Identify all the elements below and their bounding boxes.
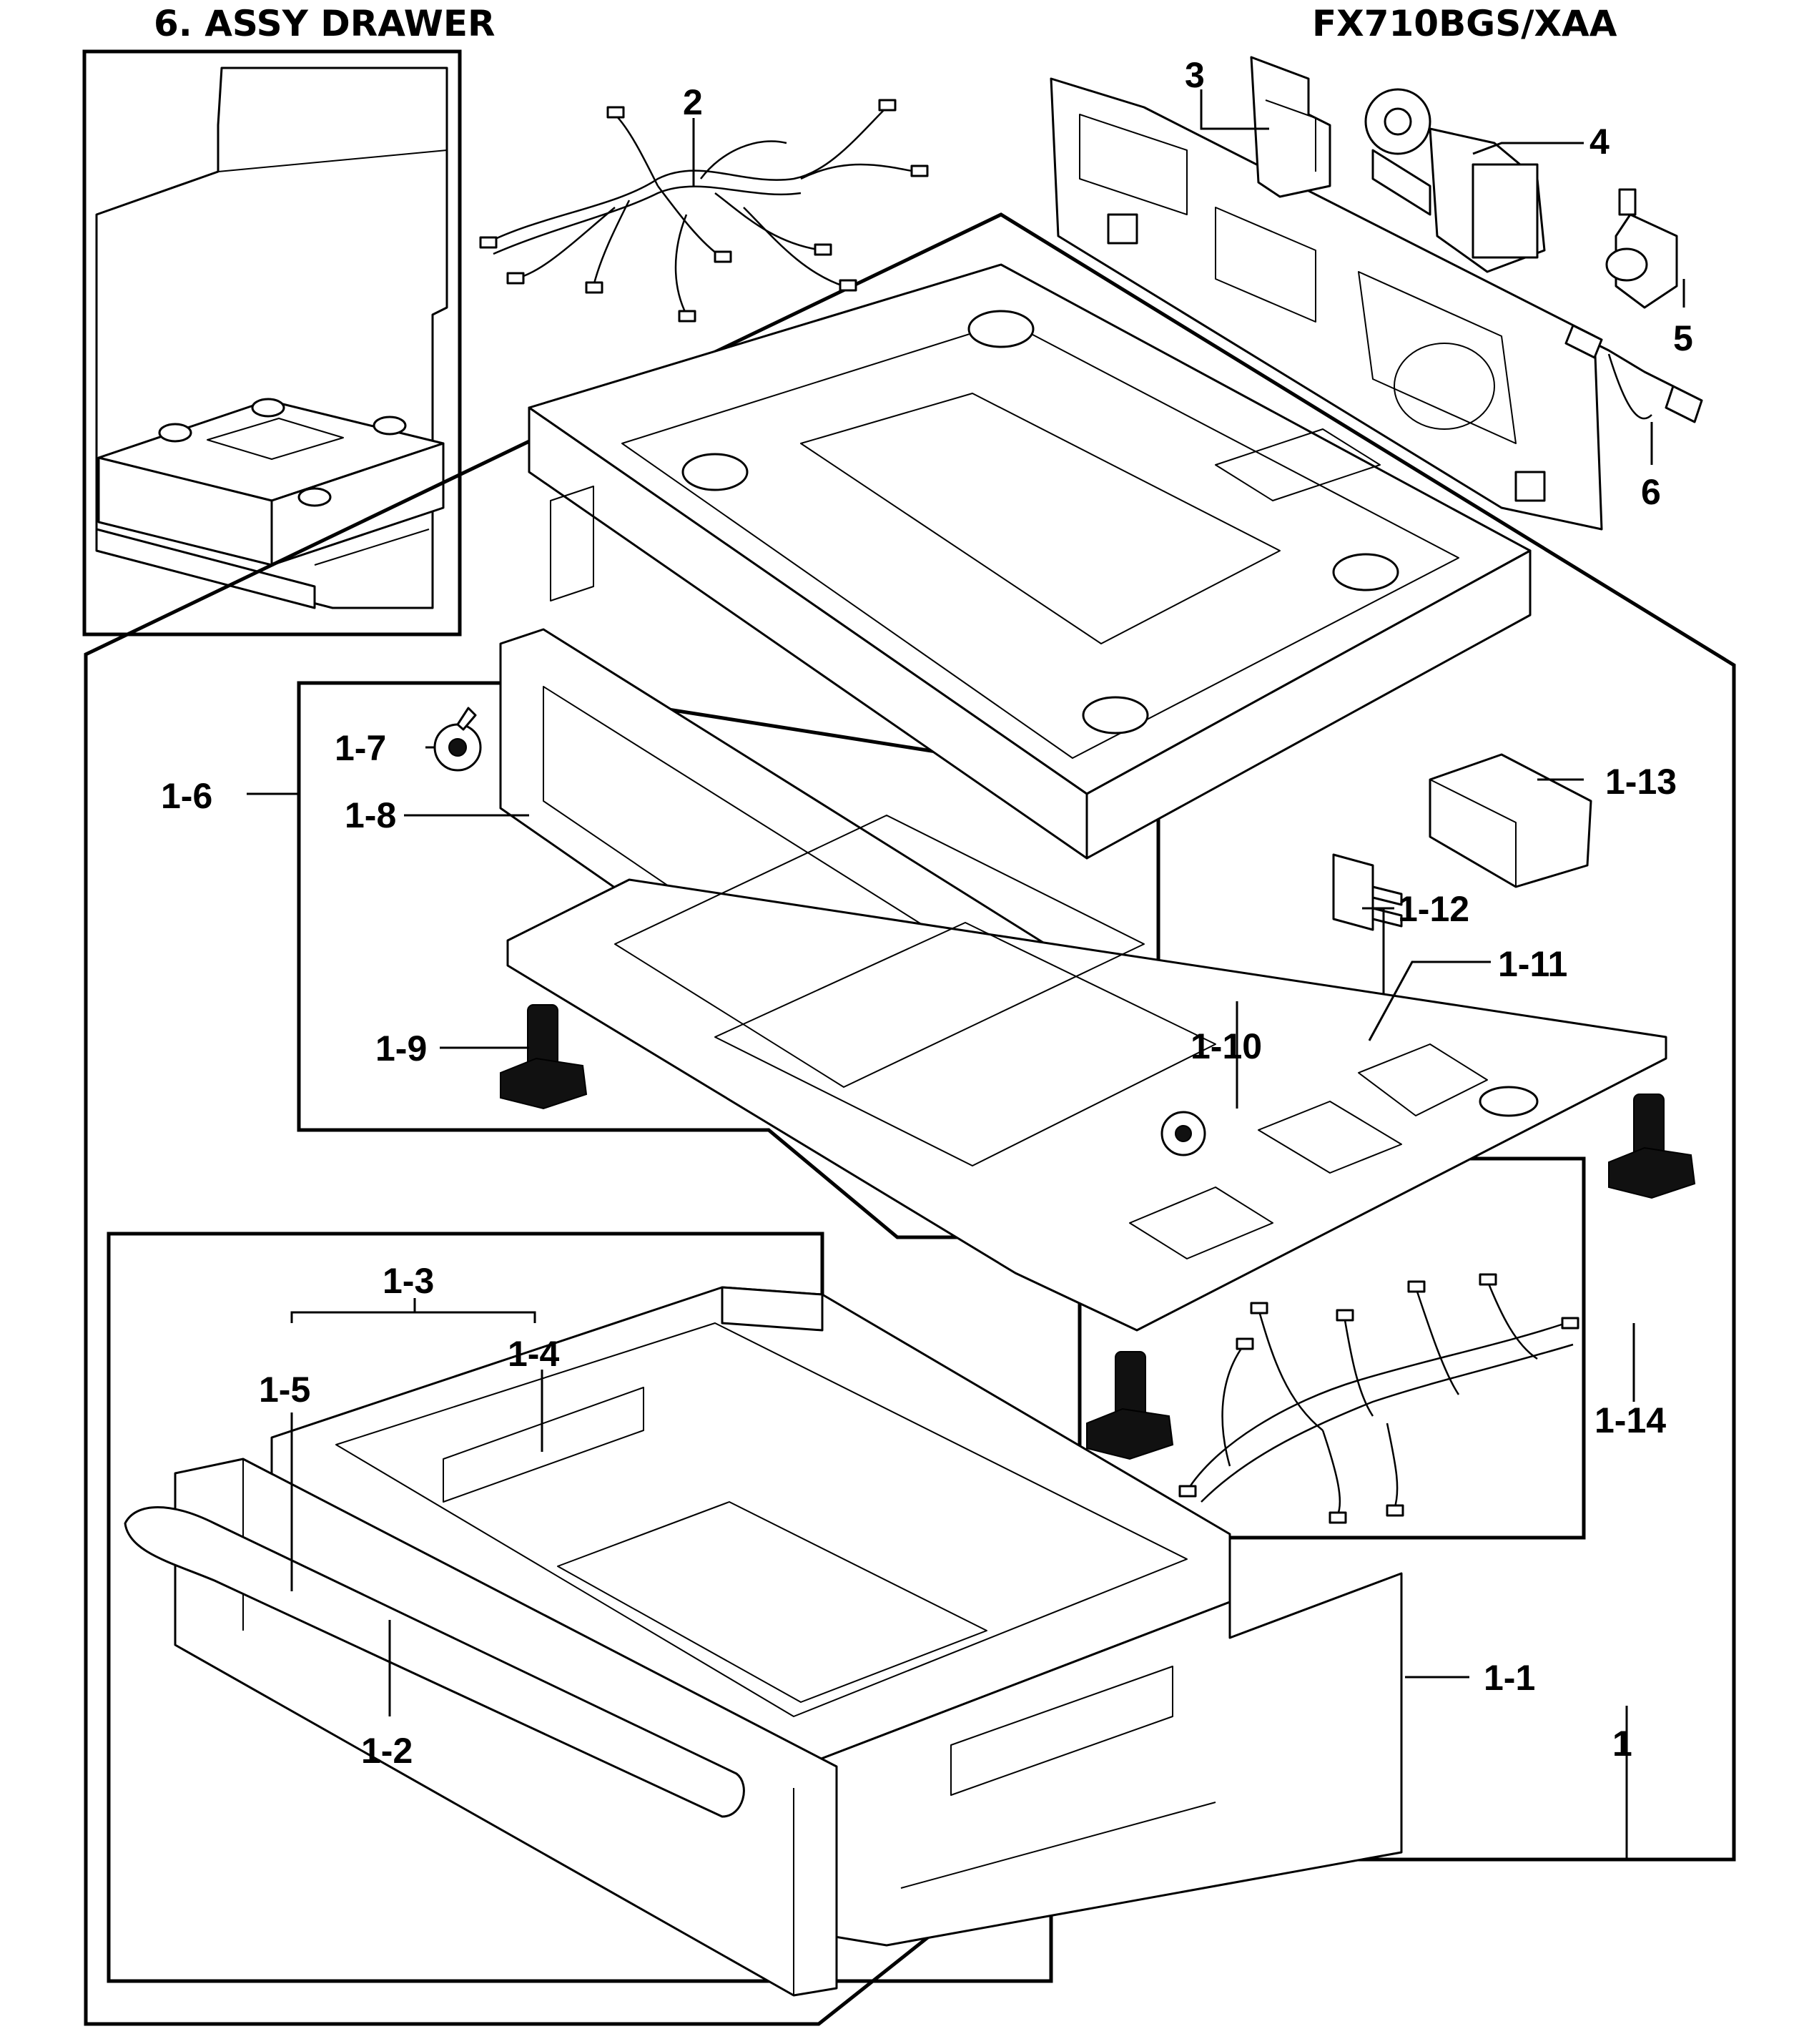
callout-2: 2	[683, 82, 703, 122]
inset-assembled-drawer-view	[82, 49, 462, 637]
callout-1-4: 1-4	[508, 1334, 559, 1374]
callout-1-7: 1-7	[335, 728, 386, 768]
drawer-handle-part-1-2	[124, 1506, 745, 1818]
model-number: FX710BGS/XAA	[1312, 3, 1617, 44]
callout-1-6: 1-6	[161, 776, 212, 816]
water-fitting-part-5	[1605, 188, 1678, 309]
wire-harness-2	[479, 99, 929, 323]
callout-6: 6	[1641, 472, 1661, 512]
range-body-top	[528, 263, 1532, 860]
base-frame	[506, 815, 1667, 1332]
leveling-leg-right	[1608, 1094, 1696, 1199]
callout-1-12: 1-12	[1398, 889, 1469, 929]
wire-harness-1-14	[1178, 1273, 1579, 1524]
callout-1-8: 1-8	[345, 795, 396, 835]
callout-1-9: 1-9	[375, 1028, 427, 1068]
callout-labels: 2 3 4 5 6 1-7 1-6 1-8 1-13 1-12 1-11 1-9…	[161, 55, 1693, 1771]
section-title: 6. ASSY DRAWER	[154, 3, 496, 44]
hose-part-6	[1564, 324, 1703, 423]
assembly-1-frame	[84, 212, 1736, 2026]
bracket-part-3	[1250, 56, 1331, 198]
callout-1-1: 1-1	[1484, 1658, 1535, 1698]
leveling-leg-front	[1086, 1351, 1174, 1460]
drawer-body	[270, 1286, 1403, 1947]
callout-1-14: 1-14	[1594, 1400, 1666, 1440]
callout-1-13: 1-13	[1605, 762, 1677, 802]
knob-part-1-7	[433, 707, 482, 772]
callout-3: 3	[1185, 55, 1205, 95]
valve-assembly-part-4	[1364, 88, 1546, 273]
leader-lines	[247, 89, 1685, 1859]
bracket-part-1-13	[1429, 753, 1592, 888]
callout-1-5: 1-5	[259, 1370, 310, 1410]
part-1-12	[1332, 853, 1403, 931]
back-panel	[1050, 77, 1603, 531]
callout-1-10: 1-10	[1191, 1026, 1262, 1066]
callout-4: 4	[1589, 122, 1610, 162]
callout-1: 1	[1612, 1724, 1632, 1764]
knob-near-body	[1160, 1111, 1206, 1156]
callout-5: 5	[1673, 318, 1693, 358]
leveling-leg-left	[500, 1004, 588, 1110]
callout-1-2: 1-2	[361, 1731, 413, 1771]
callout-1-3: 1-3	[383, 1261, 434, 1301]
callout-1-11: 1-11	[1498, 944, 1567, 984]
